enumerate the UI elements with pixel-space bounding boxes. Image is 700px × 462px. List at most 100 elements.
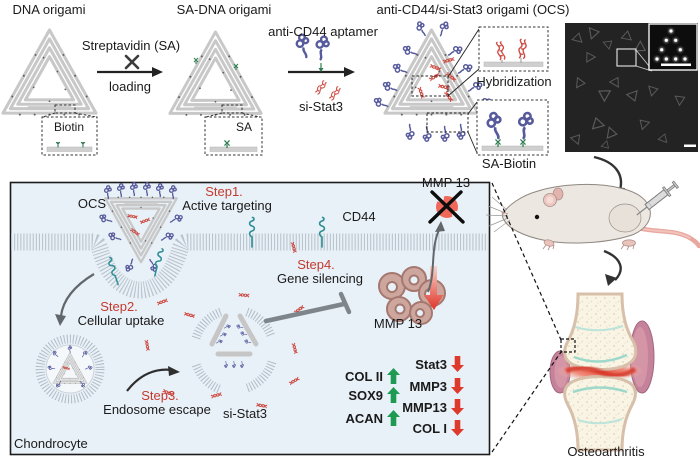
- magnification-callout: [491, 182, 576, 453]
- syringe-needle: [636, 206, 648, 216]
- link-down-arrow: [318, 63, 324, 72]
- mouse-body: [501, 183, 651, 244]
- afm-inset-scalebar: [661, 63, 691, 66]
- inset-sa: [204, 116, 263, 156]
- arrow2-label-bottom: si-Stat3: [298, 99, 344, 114]
- arrow1-label-top: Streptavidin (SA): [81, 38, 181, 53]
- mmp13-secreted-blocked: [428, 190, 465, 224]
- gene-down-stat3: Stat3: [415, 356, 464, 372]
- ocs-label: OCS: [77, 196, 107, 211]
- gene-label: MMP3: [409, 378, 447, 394]
- si-stat3-label: si-Stat3: [222, 406, 268, 421]
- flow-arrow-afm-to-mouse: [593, 155, 625, 199]
- up-arrow-icon: [387, 410, 400, 426]
- gene-down-mmp3: MMP3: [409, 378, 464, 394]
- inset-hybridization-label: Hybridization: [476, 74, 552, 89]
- up-arrow-icon: [387, 368, 400, 384]
- inhibition-bar: [263, 291, 352, 324]
- disease-label: Osteoarthritis: [567, 444, 645, 459]
- upper-bone: [563, 292, 638, 372]
- gene-label: Stat3: [415, 356, 447, 372]
- step2-desc: Cellular uptake: [77, 313, 165, 328]
- joint-inflammation-glow: [556, 360, 644, 382]
- mouse-front-paw: [543, 239, 555, 247]
- mouse-tail: [629, 223, 700, 249]
- mouse-illustration: [485, 183, 700, 251]
- title-sa-dna-origami: SA-DNA origami: [176, 2, 272, 17]
- afm-inset-zoom: [648, 23, 698, 71]
- down-arrow-icon: [451, 356, 464, 372]
- secretion-arrow: [427, 221, 445, 293]
- inset-biotin-label: Biotin: [53, 120, 85, 134]
- gene-up-col2: COL II: [345, 368, 400, 384]
- sirna-pair-graphic: [313, 79, 342, 102]
- arrow2-label-top: anti-CD44 aptamer: [268, 24, 378, 39]
- inset-sa-biotin: [476, 99, 549, 156]
- joint-illustration: [549, 292, 655, 452]
- aptamer-pair-graphic: [293, 32, 331, 72]
- origami-triangle-2: [168, 30, 263, 118]
- gene-up-acan: ACAN: [345, 410, 400, 426]
- joint-inflammation-core: [564, 365, 637, 378]
- step3-desc: Endosome escape: [103, 402, 211, 417]
- step4-label: Step4.: [297, 257, 335, 272]
- step1-label: Step1.: [205, 184, 243, 199]
- gene-label: MMP13: [402, 399, 447, 415]
- gene-down-mmp13: MMP13: [402, 399, 464, 415]
- cross-out-x: [428, 190, 465, 224]
- step4-desc: Gene silencing: [277, 271, 363, 286]
- mmp13-secreted-label: MMP 13: [421, 175, 471, 190]
- ocs-particle: [97, 182, 184, 274]
- mouse-hind-foot: [622, 239, 636, 247]
- down-arrow-icon: [451, 420, 464, 436]
- origami-triangle-ocs: [372, 19, 493, 154]
- inset-sa-biotin-label: SA-Biotin: [481, 156, 537, 171]
- mouse-ear: [543, 193, 557, 207]
- gene-label: COL II: [344, 368, 383, 384]
- endosome-escaping: [191, 307, 277, 394]
- cd44-label: CD44: [342, 209, 376, 224]
- afm-selection-box: [616, 48, 637, 67]
- mouse-ear-back: [552, 187, 564, 201]
- gene-label: ACAN: [345, 410, 383, 426]
- loading-x-icon: [124, 54, 140, 70]
- cell-membrane: [11, 233, 488, 299]
- step2-label: Step2.: [100, 299, 138, 314]
- mmp13-down-arrow: [424, 266, 444, 310]
- down-arrow-icon: [451, 399, 464, 415]
- lower-bone: [563, 374, 637, 452]
- step3-label: Step3.: [141, 388, 179, 403]
- inset-hybridization: [478, 26, 549, 72]
- mouse-haunch: [608, 203, 642, 233]
- gene-up-sox9: SOX9: [348, 387, 400, 403]
- gene-label: SOX9: [348, 387, 383, 403]
- syringe: [636, 180, 680, 216]
- mmp13-protein-label: MMP 13: [373, 316, 423, 331]
- syringe-plunger: [666, 184, 676, 193]
- reaction-arrow-1: [97, 54, 163, 77]
- endosome-intact: [35, 334, 105, 404]
- step1-desc: Active targeting: [182, 198, 272, 213]
- mouse-nose: [501, 211, 505, 215]
- mouse-eye: [534, 214, 540, 220]
- afm-scalebar: [684, 144, 696, 147]
- cartilage-lines: [572, 325, 628, 425]
- cell-type-label: Chondrocyte: [14, 436, 88, 451]
- gene-label: COL I: [412, 420, 447, 436]
- reaction-arrow-2: [288, 67, 355, 77]
- flow-arrow-mouse-to-joint: [603, 249, 622, 286]
- syringe-barrel: [644, 189, 669, 211]
- mouse-whiskers: [485, 196, 511, 233]
- title-dna-origami: DNA origami: [12, 2, 86, 17]
- title-ocs: anti-CD44/si-Stat3 origami (OCS): [376, 2, 570, 17]
- escaping-sirnas: [144, 241, 305, 409]
- inset-sa-label: SA: [235, 120, 253, 134]
- up-arrow-icon: [387, 387, 400, 403]
- joint-synovium-outer: [554, 294, 647, 447]
- inflamed-synovium-left: [549, 350, 571, 394]
- joint-zoom-square: [560, 338, 576, 353]
- gene-down-col1: COL I: [413, 420, 464, 436]
- inflamed-synovium-right: [629, 320, 655, 394]
- afm-image: [565, 23, 698, 152]
